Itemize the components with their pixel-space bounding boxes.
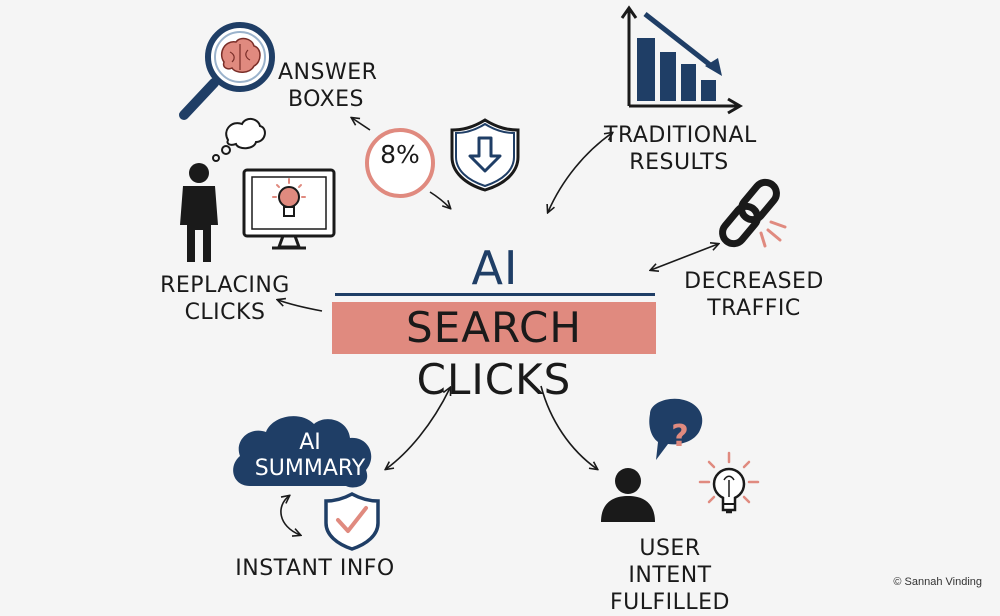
arrow-ai-summary bbox=[386, 388, 450, 469]
title-line-2: SEARCH CLICKS bbox=[332, 302, 656, 404]
user-question-icon bbox=[601, 398, 703, 522]
magnifier-brain-icon bbox=[179, 22, 275, 120]
label-traditional-results: TRADITIONAL RESULTS bbox=[604, 123, 757, 175]
lightbulb-icon bbox=[698, 451, 760, 514]
label-decreased-traffic: DECREASED TRAFFIC bbox=[684, 269, 824, 321]
diagram-canvas bbox=[179, 5, 787, 551]
title-underline bbox=[335, 293, 655, 296]
label-answer-boxes: ANSWER BOXES bbox=[278, 60, 378, 112]
question-mark: ? bbox=[671, 419, 689, 454]
shield-download-icon bbox=[450, 118, 520, 192]
arrow-decreased-traffic bbox=[651, 244, 718, 270]
stat-percent: 8% bbox=[380, 140, 420, 169]
ai-cloud-icon bbox=[233, 416, 372, 488]
bar-chart-down-icon bbox=[620, 5, 743, 115]
monitor-lightbulb-icon bbox=[242, 168, 336, 250]
label-replacing-clicks: REPLACING CLICKS bbox=[160, 273, 290, 325]
cloud-text-line-2: SUMMARY bbox=[254, 456, 366, 481]
shield-check-icon bbox=[324, 492, 380, 551]
arrow-instant-info-loop bbox=[280, 496, 300, 535]
arrow-stat-to-center bbox=[429, 191, 450, 208]
label-instant-info: INSTANT INFO bbox=[235, 556, 395, 581]
arrow-to-answer-boxes bbox=[352, 118, 371, 131]
label-user-intent-fulfilled: USER INTENT FULFILLED bbox=[609, 536, 730, 615]
arrow-traditional-results bbox=[548, 133, 612, 212]
arrow-user-intent bbox=[540, 385, 597, 469]
copyright-notice: © Sannah Vinding bbox=[893, 576, 982, 588]
person-thought-icon bbox=[180, 118, 266, 262]
arrow-replacing-clicks bbox=[278, 300, 323, 312]
broken-link-icon bbox=[719, 178, 787, 248]
percent-circle-icon bbox=[365, 128, 435, 198]
connector-arrows bbox=[278, 118, 718, 535]
cloud-text-line-1: AI bbox=[299, 430, 321, 455]
